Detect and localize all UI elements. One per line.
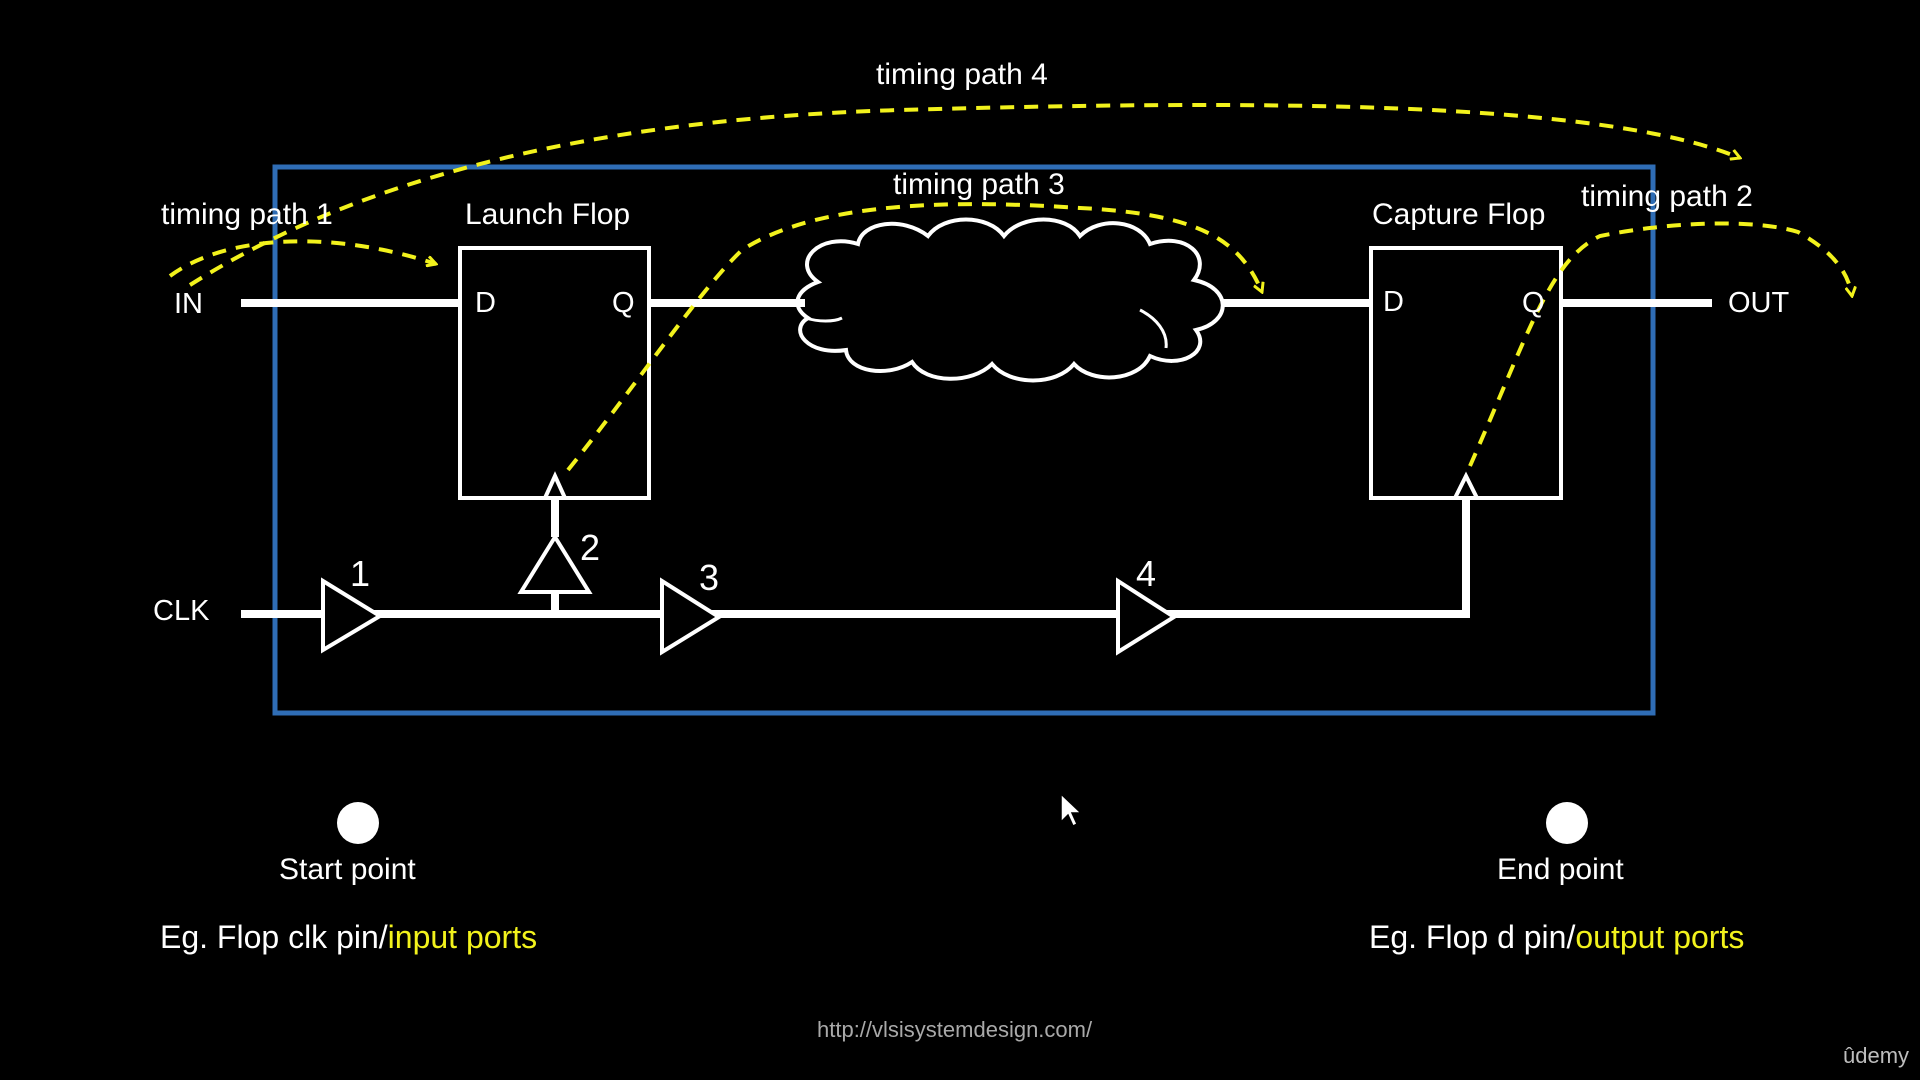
timing-path-4-label: timing path 4 [876, 58, 1048, 91]
timing-path-1-arrow [168, 239, 436, 278]
timing-path-1-label: timing path 1 [161, 198, 333, 231]
timing-path-2-label: timing path 2 [1581, 180, 1753, 213]
capture-flop-label: Capture Flop [1372, 198, 1546, 231]
capture-flop-d-pin-label: D [1383, 286, 1404, 318]
start-point-example: Eg. Flop clk pin/input ports [160, 921, 537, 953]
timing-path-3-arrow [566, 202, 1262, 472]
timing-path-3-label: timing path 3 [893, 168, 1065, 201]
start-point-label: Start point [279, 853, 416, 886]
design-boundary [272, 164, 1656, 716]
launch-flop-d-pin-label: D [475, 287, 496, 319]
footer-url: http://vlsisystemdesign.com/ [817, 1017, 1093, 1042]
start-example-highlight: input ports [387, 919, 538, 955]
buffer-1-label: 1 [350, 553, 371, 594]
launch-flop-label: Launch Flop [465, 198, 631, 231]
end-example-highlight: output ports [1575, 919, 1745, 955]
start-point-dot [337, 802, 379, 844]
end-point-dot [1546, 802, 1588, 844]
launch-flop-q-pin-label: Q [612, 287, 635, 319]
launch-flop-clock-pin [541, 471, 569, 500]
launch-flop [458, 246, 651, 500]
capture-flop-clock-pin [1451, 471, 1481, 500]
clk-port-label: CLK [153, 595, 210, 627]
out-port-label: OUT [1728, 287, 1790, 319]
combinational-logic-cloud [795, 217, 1225, 383]
capture-flop-q-pin-label: Q [1522, 287, 1545, 319]
end-example-prefix: Eg. Flop d pin/ [1369, 919, 1576, 955]
timing-path-4-arrow [188, 102, 1740, 287]
clock-buffer-1 [321, 577, 384, 654]
start-example-prefix: Eg. Flop clk pin/ [160, 919, 388, 955]
buffer-2-label: 2 [580, 527, 601, 568]
cloud-inner-stroke-right [1139, 308, 1168, 349]
end-point-label: End point [1497, 853, 1624, 886]
clock-buffer-2 [517, 533, 593, 594]
buffer-4-label: 4 [1136, 553, 1157, 594]
mouse-cursor [1060, 792, 1083, 828]
clock-buffer-4 [1116, 577, 1178, 656]
cloud-inner-stroke-left [805, 316, 843, 323]
timing-path-2-arrow [1468, 221, 1852, 467]
in-port-label: IN [174, 288, 203, 320]
end-point-example: Eg. Flop d pin/output ports [1369, 921, 1744, 953]
clock-buffer-3 [660, 577, 723, 656]
buffer-3-label: 3 [699, 557, 720, 598]
udemy-logo: ûdemy [1843, 1043, 1910, 1068]
